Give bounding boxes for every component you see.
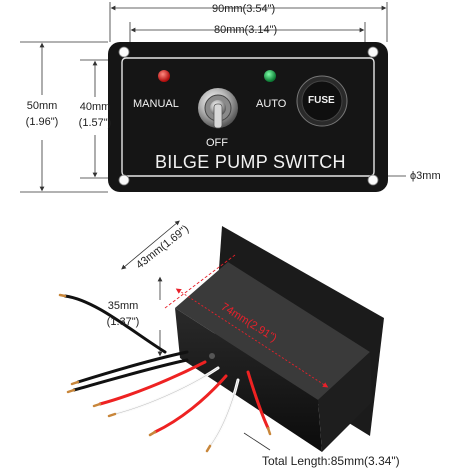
manual-label: MANUAL bbox=[133, 98, 179, 110]
width-inner-label: 80mm(3.14") bbox=[214, 24, 278, 36]
switch-panel-front bbox=[108, 42, 388, 192]
hole-diameter-label: ϕ3mm bbox=[410, 170, 441, 182]
off-label: OFF bbox=[206, 137, 228, 149]
body-height-in: (1.37") bbox=[106, 316, 140, 328]
panel-title: BILGE PUMP SWITCH bbox=[155, 152, 346, 172]
height-inner-mm: 40mm bbox=[79, 101, 111, 113]
body-height-label: 35mm (1.37") bbox=[96, 300, 150, 328]
dimension-lines-top bbox=[20, 2, 406, 193]
red-led bbox=[158, 70, 170, 82]
width-total-label: 90mm(3.54") bbox=[212, 3, 276, 15]
height-total-label: 50mm (1.96") bbox=[18, 100, 66, 128]
fuse-holder bbox=[296, 75, 348, 127]
fuse-label: FUSE bbox=[308, 95, 335, 106]
height-total-mm: 50mm bbox=[26, 100, 58, 112]
total-length-label: Total Length:85mm(3.34") bbox=[262, 454, 400, 468]
green-led bbox=[264, 70, 276, 82]
auto-label: AUTO bbox=[256, 98, 287, 110]
wires bbox=[58, 293, 272, 453]
height-total-in: (1.96") bbox=[25, 116, 59, 128]
switch-body-side bbox=[164, 226, 384, 452]
toggle-switch bbox=[198, 88, 238, 129]
height-inner-label: 40mm (1.57") bbox=[70, 101, 120, 129]
body-height-mm: 35mm bbox=[107, 300, 139, 312]
dimension-lines-side bbox=[121, 220, 271, 451]
height-inner-in: (1.57") bbox=[78, 117, 112, 129]
